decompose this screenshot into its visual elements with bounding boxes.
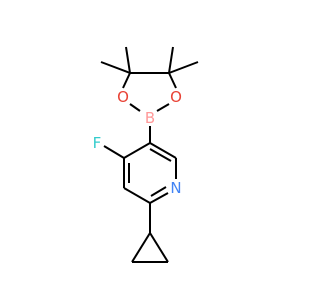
molecule-structure: B O O F N — [93, 46, 199, 263]
bond-o-left-c-left — [122, 72, 131, 89]
atom-oxygen-right: O — [170, 88, 182, 106]
bond-c4-f — [103, 145, 125, 159]
bond-o-left-b — [129, 103, 141, 112]
atom-fluorine: F — [93, 134, 102, 152]
atom-boron: B — [145, 109, 155, 127]
bond-c2-n — [149, 192, 169, 204]
bond-methyl-2 — [125, 46, 131, 74]
bond-group — [100, 46, 199, 263]
bond-c6-c5-inner — [149, 148, 172, 162]
bond-cp-b — [149, 232, 169, 263]
bond-o-right-b — [156, 103, 170, 112]
bond-c3-c2 — [123, 187, 151, 204]
bond-methyl-4 — [168, 61, 199, 74]
bond-methyl-3 — [168, 46, 174, 74]
atom-oxygen-left: O — [117, 88, 129, 106]
bond-c-right-o-right — [168, 72, 177, 89]
bond-cp-a — [131, 232, 151, 263]
bond-c5-c4 — [123, 142, 151, 159]
atom-nitrogen: N — [170, 179, 181, 197]
bond-c6-c5 — [149, 142, 177, 159]
bond-methyl-1 — [100, 61, 131, 74]
atom-label-group: B O O F N — [93, 88, 182, 197]
bond-c2-n-inner — [150, 186, 167, 197]
